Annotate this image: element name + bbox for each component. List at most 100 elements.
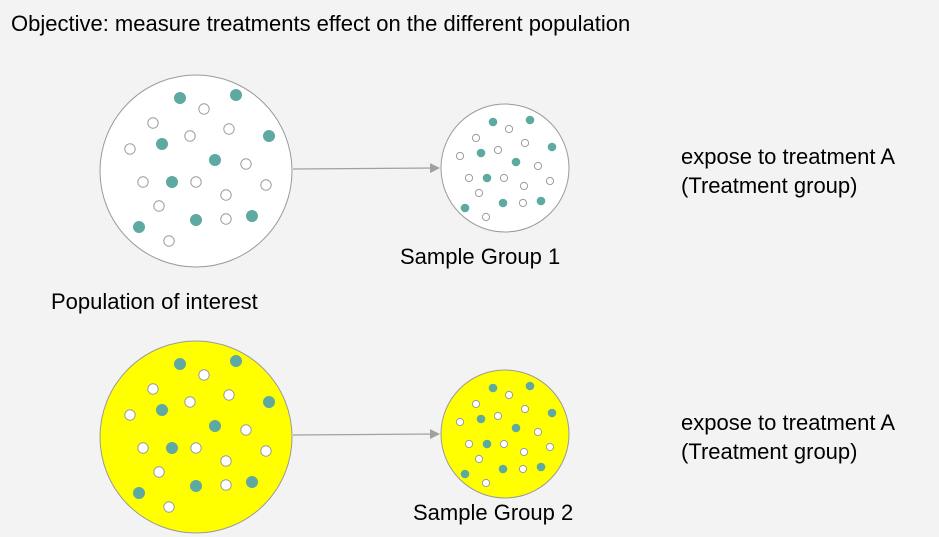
teal-dot [263, 130, 275, 142]
white-dot [260, 179, 272, 191]
sample-circle [440, 369, 570, 499]
teal-dot [525, 115, 535, 125]
white-dot [153, 466, 165, 478]
teal-dot [263, 396, 275, 408]
white-dot [481, 478, 491, 488]
white-dot [520, 138, 530, 148]
group-2 [99, 340, 570, 534]
teal-dot [536, 196, 546, 206]
white-dot [493, 411, 503, 421]
teal-dot [536, 462, 546, 472]
teal-dot [511, 157, 521, 167]
teal-dot [482, 439, 492, 449]
teal-dot [174, 92, 186, 104]
white-dot [220, 455, 232, 467]
white-dot [184, 396, 196, 408]
treatment-2-text: expose to treatment A (Treatment group) [681, 408, 895, 466]
teal-dot [166, 176, 178, 188]
white-dot [455, 151, 465, 161]
white-dot [124, 409, 136, 421]
teal-dot [174, 358, 186, 370]
white-dot [198, 103, 210, 115]
white-dot [499, 439, 509, 449]
teal-dot [511, 423, 521, 433]
teal-dot [498, 198, 508, 208]
treatment-2-line-1: expose to treatment A [681, 410, 896, 435]
white-dot [240, 158, 252, 170]
population-label: Population of interest [51, 289, 258, 314]
white-dot [455, 417, 465, 427]
white-dot [533, 427, 543, 437]
population-circle [99, 340, 293, 534]
white-dot [471, 133, 481, 143]
white-dot [499, 173, 509, 183]
teal-dot [133, 487, 145, 499]
white-dot [260, 445, 272, 457]
white-dot [223, 389, 235, 401]
white-dot [518, 464, 528, 474]
teal-dot [482, 173, 492, 183]
white-dot [220, 479, 232, 491]
white-dot [520, 404, 530, 414]
white-dot [137, 442, 149, 454]
white-dot [474, 454, 484, 464]
teal-dot [156, 404, 168, 416]
white-dot [190, 442, 202, 454]
white-dot [163, 235, 175, 247]
teal-dot [460, 203, 470, 213]
teal-dot [166, 442, 178, 454]
teal-dot [525, 381, 535, 391]
teal-dot [230, 89, 242, 101]
white-dot [198, 369, 210, 381]
white-dot [545, 176, 555, 186]
white-dot [223, 123, 235, 135]
white-dot [481, 212, 491, 222]
page-title: Objective: measure treatments effect on … [11, 11, 631, 36]
teal-dot [460, 469, 470, 479]
teal-dot [156, 138, 168, 150]
teal-dot [133, 221, 145, 233]
white-dot [147, 383, 159, 395]
arrow-connector [292, 163, 440, 174]
teal-dot [246, 476, 258, 488]
sample-group-2-label: Sample Group 2 [413, 500, 574, 525]
teal-dot [209, 420, 221, 432]
teal-dot [488, 383, 498, 393]
sample-group-1-label: Sample Group 1 [400, 244, 561, 269]
white-dot [533, 161, 543, 171]
white-dot [519, 447, 529, 457]
white-dot [464, 173, 474, 183]
white-dot [147, 117, 159, 129]
teal-dot [209, 154, 221, 166]
white-dot [493, 145, 503, 155]
white-dot [124, 143, 136, 155]
treatment-1-line-2: (Treatment group) [681, 173, 858, 198]
sample-circle [440, 103, 570, 233]
white-dot [184, 130, 196, 142]
white-dot [137, 176, 149, 188]
white-dot [240, 424, 252, 436]
teal-dot [547, 408, 557, 418]
teal-dot [476, 414, 486, 424]
teal-dot [190, 480, 202, 492]
white-dot [220, 213, 232, 225]
white-dot [190, 176, 202, 188]
treatment-1-text: expose to treatment A (Treatment group) [681, 142, 895, 200]
arrow-connector [292, 429, 440, 440]
treatment-1-line-1: expose to treatment A [681, 144, 896, 169]
white-dot [504, 124, 514, 134]
teal-dot [488, 117, 498, 127]
teal-dot [498, 464, 508, 474]
white-dot [163, 501, 175, 513]
white-dot [545, 442, 555, 452]
teal-dot [476, 148, 486, 158]
white-dot [519, 181, 529, 191]
white-dot [153, 200, 165, 212]
white-dot [471, 399, 481, 409]
teal-dot [230, 355, 242, 367]
white-dot [474, 188, 484, 198]
white-dot [518, 198, 528, 208]
group-1 [99, 74, 570, 268]
white-dot [220, 189, 232, 201]
